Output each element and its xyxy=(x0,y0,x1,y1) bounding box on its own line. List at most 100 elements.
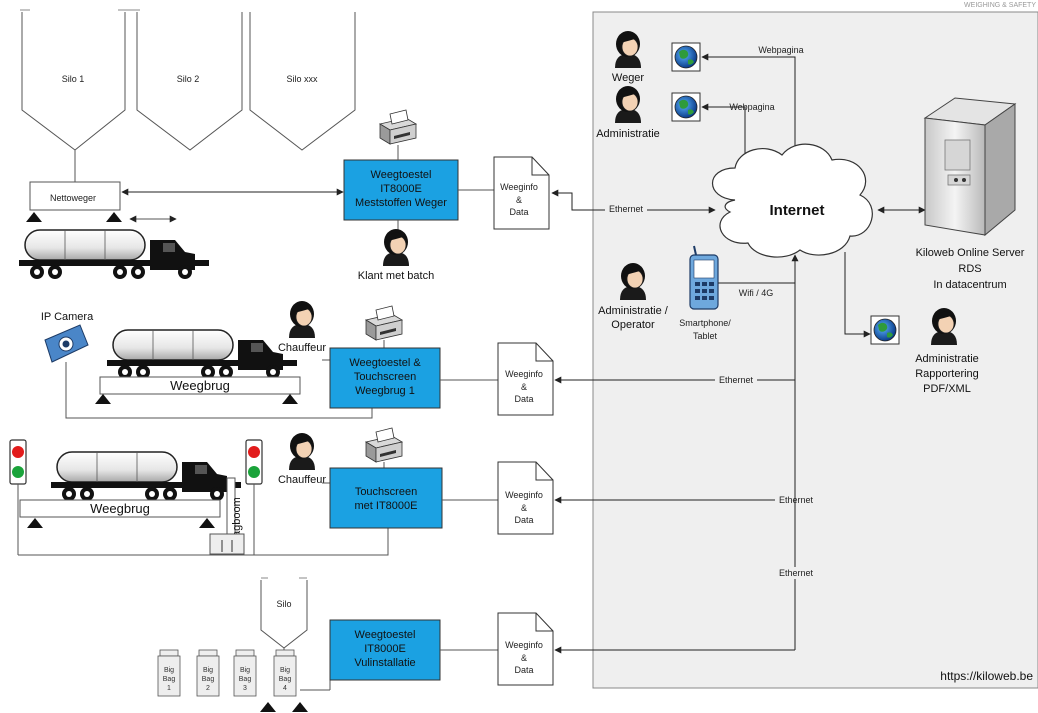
doc2-line2: & xyxy=(521,382,527,392)
silo-group xyxy=(21,12,356,185)
svg-text:Bag: Bag xyxy=(202,676,215,683)
slagboom-base xyxy=(209,533,245,555)
chauffeur-label-1: Chauffeur xyxy=(278,342,326,354)
doc1-line1: Weeginfo xyxy=(500,182,538,192)
printer-icon xyxy=(365,427,403,463)
printer-icon xyxy=(379,109,417,145)
globe-icon xyxy=(671,42,701,72)
touchscreen-box-3 xyxy=(329,467,443,529)
weegbrug-2-label: Weegbrug xyxy=(90,501,150,516)
doc2-line1: Weeginfo xyxy=(505,369,543,379)
box4-line2: IT8000E xyxy=(364,643,406,655)
globe-icon xyxy=(870,315,900,345)
traffic-light-icon xyxy=(245,439,263,485)
svg-text:Big: Big xyxy=(280,667,290,674)
svg-text:Big: Big xyxy=(164,667,174,674)
weegtoestel-box-4 xyxy=(329,619,441,681)
ethernet-label-3: Ethernet xyxy=(779,495,814,505)
svg-text:Bag: Bag xyxy=(279,676,292,683)
doc1-line3: Data xyxy=(509,207,528,217)
rapport-line3: PDF/XML xyxy=(923,383,971,395)
svg-text:Big: Big xyxy=(203,667,213,674)
internet-label: Internet xyxy=(769,202,824,219)
server-line2: RDS xyxy=(958,263,981,275)
box3-line2: met IT8000E xyxy=(355,500,418,512)
doc4-line3: Data xyxy=(514,665,533,675)
svg-text:1: 1 xyxy=(167,685,171,692)
server-line1: Kiloweb Online Server xyxy=(916,247,1025,259)
person-icon xyxy=(382,228,410,267)
internet-cloud xyxy=(711,143,873,258)
doc4-line1: Weeginfo xyxy=(505,640,543,650)
person-icon xyxy=(619,262,647,301)
tanker-truck-3 xyxy=(50,451,242,502)
silo-label-1: Silo 1 xyxy=(62,74,85,84)
person-icon xyxy=(288,432,316,471)
webpagina-label-2: Webpagina xyxy=(729,102,774,112)
silo-label-3: Silo xxx xyxy=(286,74,318,84)
kiloweb-url: https://kiloweb.be xyxy=(940,669,1033,683)
big-bag-3: Big Bag 3 xyxy=(233,649,257,697)
document-icon xyxy=(497,342,554,416)
rapport-line2: Rapportering xyxy=(915,368,979,380)
box2-line3: Weegbrug 1 xyxy=(355,385,415,397)
box2-line2: Touchscreen xyxy=(354,371,416,383)
smartphone-icon xyxy=(689,245,719,310)
big-bag-2: Big Bag 2 xyxy=(196,649,220,697)
doc4-line2: & xyxy=(521,653,527,663)
doc3-line1: Weeginfo xyxy=(505,490,543,500)
operator-line2: Operator xyxy=(611,319,655,331)
person-icon xyxy=(930,307,958,346)
ip-camera-icon xyxy=(44,324,89,363)
smartphone-line1: Smartphone/ xyxy=(679,318,731,328)
doc3-line2: & xyxy=(521,503,527,513)
big-bag-1: Big Bag 1 xyxy=(157,649,181,697)
tanker-truck-1 xyxy=(18,229,210,280)
server-line3: In datacentrum xyxy=(933,279,1006,291)
chauffeur-label-2: Chauffeur xyxy=(278,474,326,486)
svg-text:4: 4 xyxy=(283,685,287,692)
box1-line2: IT8000E xyxy=(380,183,422,195)
traffic-light-icon xyxy=(9,439,27,485)
nettoweger-box xyxy=(29,181,121,211)
doc3-line3: Data xyxy=(514,515,533,525)
operator-line1: Administratie / xyxy=(598,305,669,317)
silo-label-2: Silo 2 xyxy=(177,74,200,84)
tanker-truck-2 xyxy=(106,329,298,380)
box3-line1: Touchscreen xyxy=(355,486,417,498)
ethernet-label-2: Ethernet xyxy=(719,375,754,385)
ip-camera-label: IP Camera xyxy=(41,311,94,323)
klant-label: Klant met batch xyxy=(358,270,434,282)
box1-line1: Weegtoestel xyxy=(371,169,432,181)
administratie-label: Administratie xyxy=(596,128,660,140)
server-icon xyxy=(923,97,1017,237)
printer-icon xyxy=(365,305,403,341)
weegtoestel-box-1 xyxy=(343,159,459,221)
silo-4-label: Silo xyxy=(276,599,291,609)
nettoweger-label: Nettoweger xyxy=(50,193,96,203)
weger-label: Weger xyxy=(612,72,645,84)
weegbrug-2-platform xyxy=(19,499,221,518)
silo-4 xyxy=(260,580,308,649)
svg-text:Bag: Bag xyxy=(239,676,252,683)
document-icon xyxy=(493,156,550,230)
doc2-line3: Data xyxy=(514,394,533,404)
smartphone-line2: Tablet xyxy=(693,331,718,341)
globe-icon xyxy=(671,92,701,122)
person-icon xyxy=(614,85,642,124)
wifi-label: Wifi / 4G xyxy=(739,288,774,298)
box1-line3: Meststoffen Weger xyxy=(355,197,447,209)
webpagina-label-1: Webpagina xyxy=(758,45,803,55)
person-icon xyxy=(288,300,316,339)
box2-line1: Weegtoestel & xyxy=(349,357,421,369)
svg-text:Big: Big xyxy=(240,667,250,674)
box4-line3: Vulinstallatie xyxy=(354,657,415,669)
weegbrug-1-platform xyxy=(99,376,301,395)
svg-text:2: 2 xyxy=(206,685,210,692)
person-icon xyxy=(614,30,642,69)
svg-text:Bag: Bag xyxy=(163,676,176,683)
weegtoestel-box-2 xyxy=(329,347,441,409)
brand-text: WEIGHING & SAFETY xyxy=(964,2,1036,9)
ethernet-label-1: Ethernet xyxy=(609,204,644,214)
